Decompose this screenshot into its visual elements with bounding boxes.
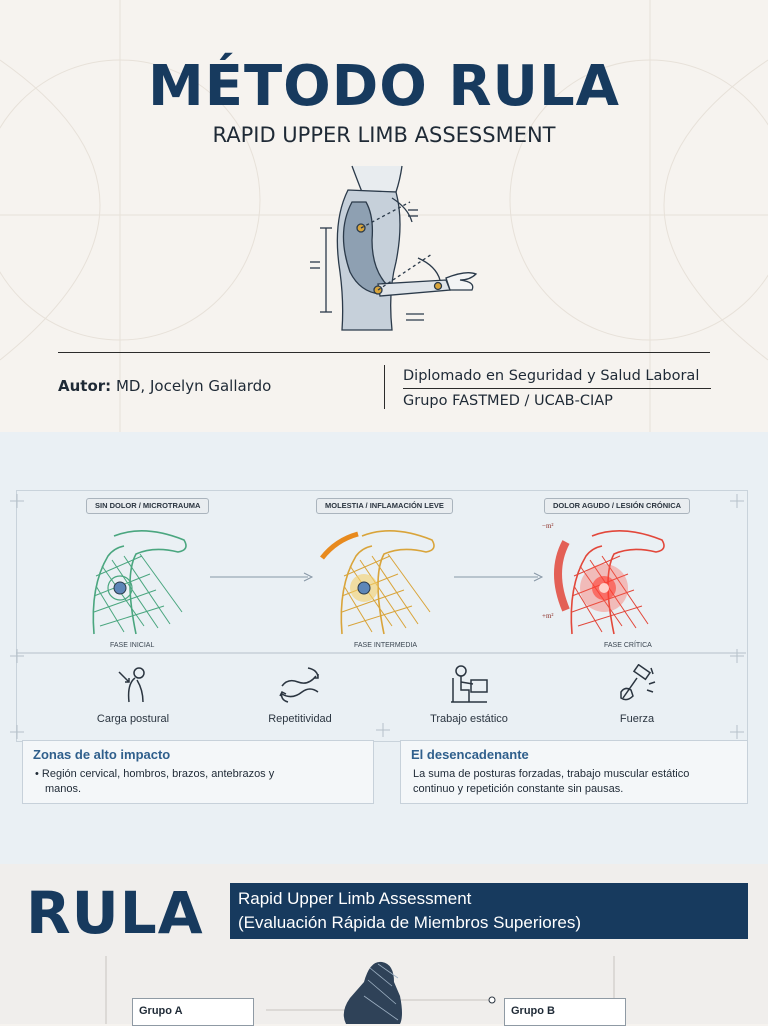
diplomado-text: Diplomado en Seguridad y Salud Laboral (403, 368, 700, 384)
arrow-right-icon (454, 572, 544, 582)
box-title: El desencadenante (411, 747, 529, 762)
box-line: • Región cervical, hombros, brazos, ante… (35, 768, 275, 780)
page-subtitle: RAPID UPPER LIMB ASSESSMENT (212, 123, 556, 147)
stage-label-intermediate: MOLESTIA / INFLAMACIÓN LEVE (316, 498, 453, 514)
author-label: Autor: (58, 377, 112, 395)
factor-repetitividad: Repetitividad (240, 664, 360, 725)
group-a-panel: Grupo A (132, 998, 254, 1026)
formula-bottom: +m² (542, 612, 554, 620)
progression-slide: SIN DOLOR / MICROTRAUMA MOLESTIA / INFLA… (0, 432, 768, 864)
factor-carga-postural: Carga postural (73, 664, 193, 725)
divider-line (58, 352, 710, 353)
title-slide: MÉTODO RULA RAPID UPPER LIMB ASSESSMENT (0, 0, 768, 432)
repetitive-arm-icon (279, 667, 319, 703)
page-title: MÉTODO RULA (148, 54, 620, 119)
box-line: manos. (45, 783, 82, 795)
factor-label: Carga postural (96, 713, 170, 725)
formula-top: −m² (542, 522, 554, 530)
group-b-label: Grupo B (511, 1005, 555, 1017)
box-line: La suma de posturas forzadas, trabajo mu… (413, 768, 690, 780)
author-name: MD, Jocelyn Gallardo (111, 377, 272, 395)
stage-caption-intermediate: FASE INTERMEDIA (354, 642, 418, 649)
info-box-trigger: El desencadenante La suma de posturas fo… (400, 740, 748, 804)
band-line: Rapid Upper Limb Assessment (238, 889, 472, 908)
stage-label-critical: DOLOR AGUDO / LESIÓN CRÓNICA (544, 498, 691, 514)
rula-heading: RULA (26, 879, 204, 947)
rula-title-band: Rapid Upper Limb Assessment (Evaluación … (230, 883, 748, 939)
shoulder-healthy-icon (92, 530, 187, 635)
shoulder-inflamed-icon (320, 530, 435, 635)
stage-frame (16, 490, 748, 742)
hammer-force-icon (620, 663, 656, 701)
factor-label: Fuerza (619, 713, 655, 725)
rula-overview-slide: RULA Rapid Upper Limb Assessment (Evalua… (0, 864, 768, 1026)
band-line: (Evaluación Rápida de Miembros Superiore… (238, 913, 581, 932)
stage-caption-initial: FASE INICIAL (110, 642, 155, 649)
affiliation-divider (403, 388, 711, 389)
factor-label: Trabajo estático (430, 713, 508, 725)
info-box-high-impact: Zonas de alto impacto • Región cervical,… (22, 740, 374, 804)
box-text: • Región cervical, hombros, brazos, ante… (35, 767, 274, 797)
factor-trabajo-estatico: Trabajo estático (409, 664, 529, 725)
box-line: continuo y repetición constante sin paus… (413, 783, 624, 795)
group-b-panel: Grupo B (504, 998, 626, 1026)
factor-fuerza: Fuerza (577, 663, 697, 725)
factor-label: Repetitividad (268, 713, 332, 725)
neck-strain-icon (118, 667, 145, 703)
arrow-right-icon (210, 572, 314, 582)
box-title: Zonas de alto impacto (33, 747, 171, 762)
stage-label-initial: SIN DOLOR / MICROTRAUMA (86, 498, 210, 514)
author-credit: Autor: MD, Jocelyn Gallardo (58, 377, 271, 395)
group-text: Grupo FASTMED / UCAB-CIAP (403, 393, 613, 409)
frame-crosshairs (10, 494, 746, 739)
shoulder-injured-icon: −m² +m² (542, 522, 665, 635)
stage-caption-critical: FASE CRÍTICA (604, 642, 652, 649)
box-text: La suma de posturas forzadas, trabajo mu… (413, 767, 689, 797)
seated-worker-icon (451, 665, 488, 703)
vertical-divider (384, 365, 385, 409)
arm-posture-diagram-icon (310, 165, 478, 331)
group-a-label: Grupo A (139, 1005, 183, 1017)
